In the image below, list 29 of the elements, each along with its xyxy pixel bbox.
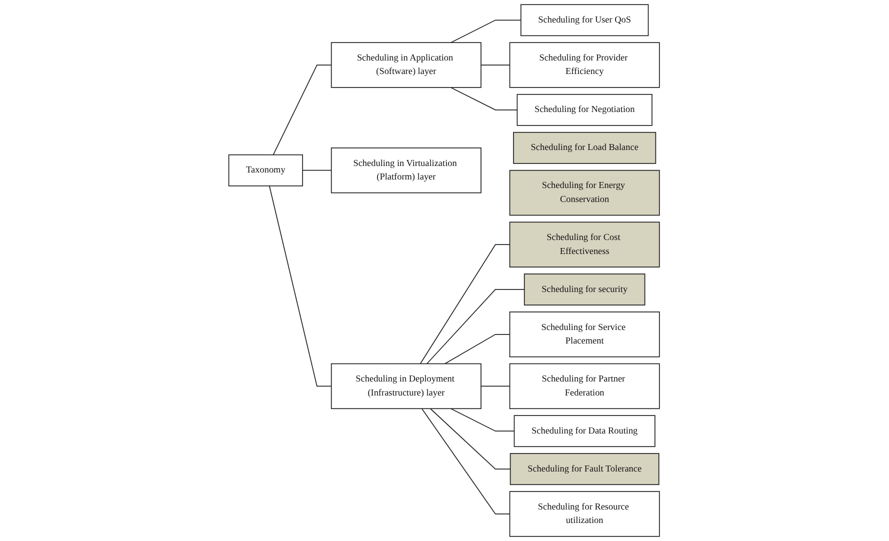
connector: [422, 408, 511, 514]
connector: [480, 64, 511, 66]
connector: [273, 64, 332, 156]
connector: [420, 244, 511, 364]
node-box: Scheduling for Fault Tolerance: [510, 453, 660, 486]
node-box: Scheduling for security: [524, 274, 646, 306]
connector: [450, 408, 516, 432]
node-box: Scheduling in Application (Software) layer: [331, 42, 482, 88]
connector: [269, 185, 332, 387]
node-box: Scheduling for Partner Federation: [510, 363, 660, 410]
connector: [444, 334, 511, 364]
node-box: Taxonomy: [228, 154, 304, 186]
node-box: Scheduling in Deployment (Infrastructure) layer: [331, 363, 482, 410]
node-box: Scheduling for Data Routing: [514, 415, 656, 448]
node-box: Scheduling for Provider Efficiency: [510, 42, 660, 88]
connector: [426, 289, 526, 364]
connector: [302, 170, 332, 171]
connector: [430, 408, 512, 470]
node-box: Scheduling for Energy Conservation: [510, 170, 660, 216]
node-box: Scheduling for Service Placement: [510, 312, 660, 358]
node-box: Scheduling for Load Balance: [513, 132, 656, 164]
node-box: Scheduling for Resource utilization: [510, 491, 660, 537]
connector: [450, 20, 522, 44]
connector: [480, 386, 511, 387]
node-box: Scheduling for Negotiation: [517, 94, 653, 126]
node-box: Scheduling for User QoS: [520, 4, 650, 36]
node-box: Scheduling in Virtualization (Platform) layer: [331, 147, 482, 194]
node-box: Scheduling for Cost Effectiveness: [510, 222, 660, 268]
connector: [450, 87, 518, 110]
